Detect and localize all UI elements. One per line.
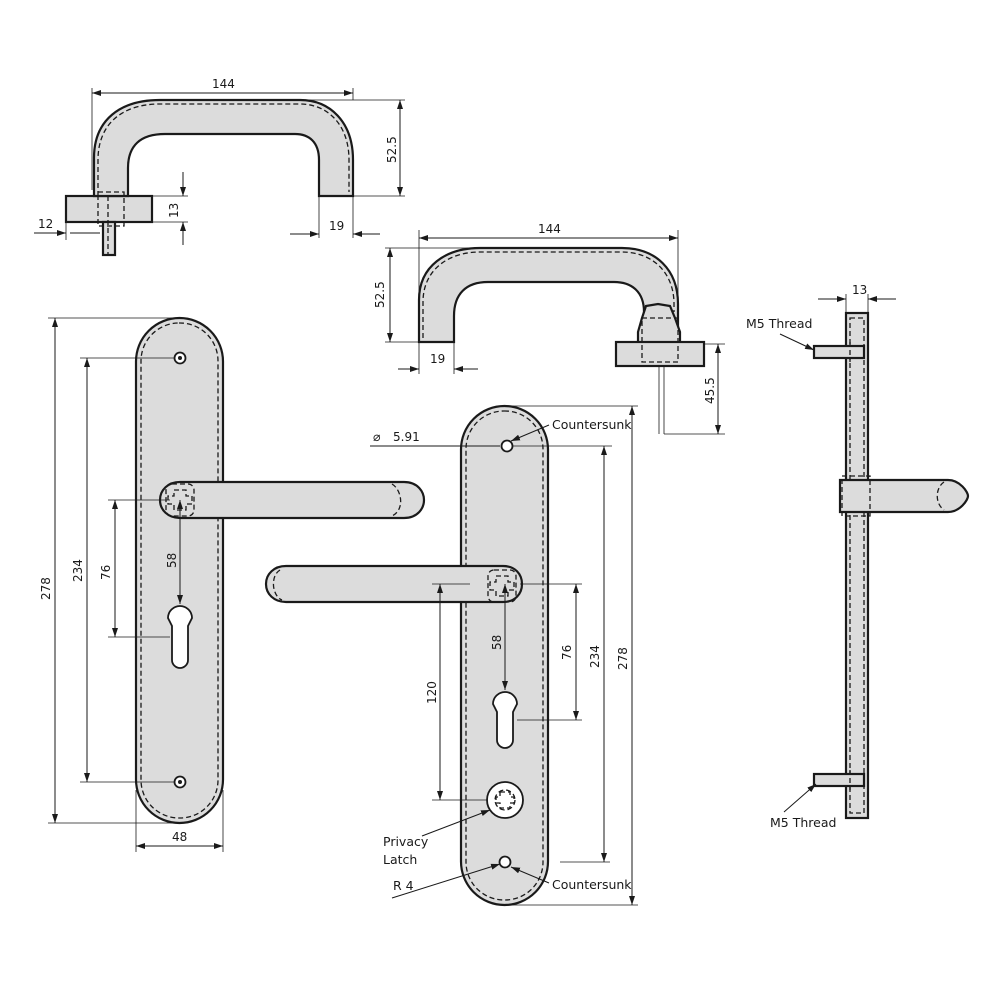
center-hole-dia: 5.91: [393, 430, 420, 444]
center-backplate-view: ⌀ 5.91 Countersunk 278 234 76 58 120 Pri…: [264, 404, 638, 907]
top-rose-dim: 13: [167, 203, 181, 218]
countersunk-bottom-label: Countersunk: [552, 877, 632, 892]
left-fix-dim: 234: [71, 559, 85, 582]
top-width-dim: 144: [212, 77, 235, 91]
side-height-dim: 52.5: [373, 281, 387, 308]
center-privacy-dim: 120: [425, 681, 439, 704]
left-key-dim: 58: [165, 553, 179, 568]
left-height-dim: 278: [39, 577, 53, 600]
top-handle-view: 144 52.5 19 13 12: [34, 77, 405, 257]
top-foot-dim: 19: [329, 219, 344, 233]
left-backplate-view: 278 234 76 58 48: [39, 316, 426, 852]
countersunk-top-label: Countersunk: [552, 417, 632, 432]
side-foot-dim: 19: [430, 352, 445, 366]
profile-thickness-dim: 13: [852, 283, 867, 297]
thread-bottom-label: M5 Thread: [770, 815, 836, 830]
thread-top-label: M5 Thread: [746, 316, 812, 331]
center-cyl-dim: 76: [560, 645, 574, 660]
top-offset-dim: 12: [38, 217, 53, 231]
radius-label: R 4: [393, 878, 414, 893]
privacy-label-line1: Privacy: [383, 834, 429, 849]
left-width-dim: 48: [172, 830, 187, 844]
side-profile-view: 13 M5 Thread M5 Thread: [746, 283, 970, 830]
left-cyl-dim: 76: [99, 565, 113, 580]
center-fix-dim: 234: [588, 645, 602, 668]
center-hole-symbol: ⌀: [373, 429, 381, 444]
side-width-dim: 144: [538, 222, 561, 236]
side-handle-view: 144 52.5 19 45.5: [373, 222, 725, 435]
top-height-dim: 52.5: [385, 136, 399, 163]
side-spindle-dim: 45.5: [703, 377, 717, 404]
privacy-label-line2: Latch: [383, 852, 417, 867]
center-key-dim: 58: [490, 635, 504, 650]
center-height-dim: 278: [616, 647, 630, 670]
